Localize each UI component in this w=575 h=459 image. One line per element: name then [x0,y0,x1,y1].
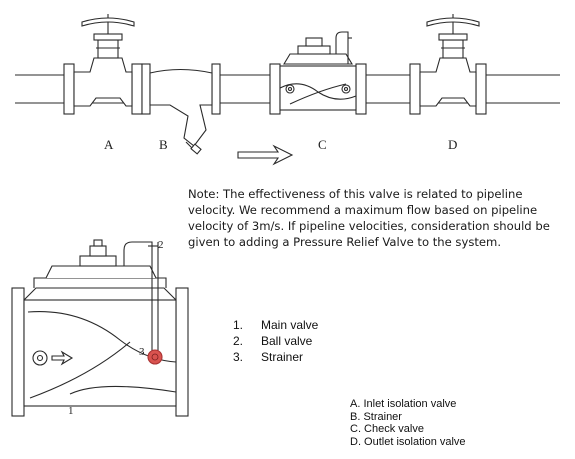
parts-legend: 1. Main valve 2. Ball valve 3. Strainer [233,317,318,365]
legend-label: Strainer [261,350,304,364]
strainer-b [141,63,221,155]
flow-arrow-icon [237,144,294,166]
label-d: D [448,137,457,152]
legend-item: 1. Main valve [233,317,318,333]
label-c: C [318,137,327,152]
legend-number: 3. [233,350,244,364]
legend-number: 1. [233,318,244,332]
legend-item: D. Outlet isolation valve [350,435,466,448]
main-valve-detail [11,239,189,417]
legend-number: 2. [233,334,244,348]
valves-legend: A. Inlet isolation valve B. Strainer C. … [350,398,466,448]
legend-item: A. Inlet isolation valve [350,398,457,410]
legend-item: 3. Strainer [233,349,318,365]
callout-3: 3 [139,346,145,358]
check-valve-c [269,31,367,115]
legend-item: B. Strainer [350,410,402,423]
label-a: A [104,137,114,152]
legend-label: Main valve [261,318,319,332]
gate-valve-a [63,14,143,115]
callout-2: 2 [158,239,164,251]
strainer-marker-icon [147,349,163,365]
callout-1: 1 [68,405,74,417]
legend-item: C. Check valve [350,423,424,435]
legend-label: Ball valve [261,334,313,348]
label-b: B [159,137,168,152]
legend-item: 2. Ball valve [233,333,318,349]
gate-valve-d [409,14,487,115]
velocity-note: Note: The effectiveness of this valve is… [188,187,550,249]
